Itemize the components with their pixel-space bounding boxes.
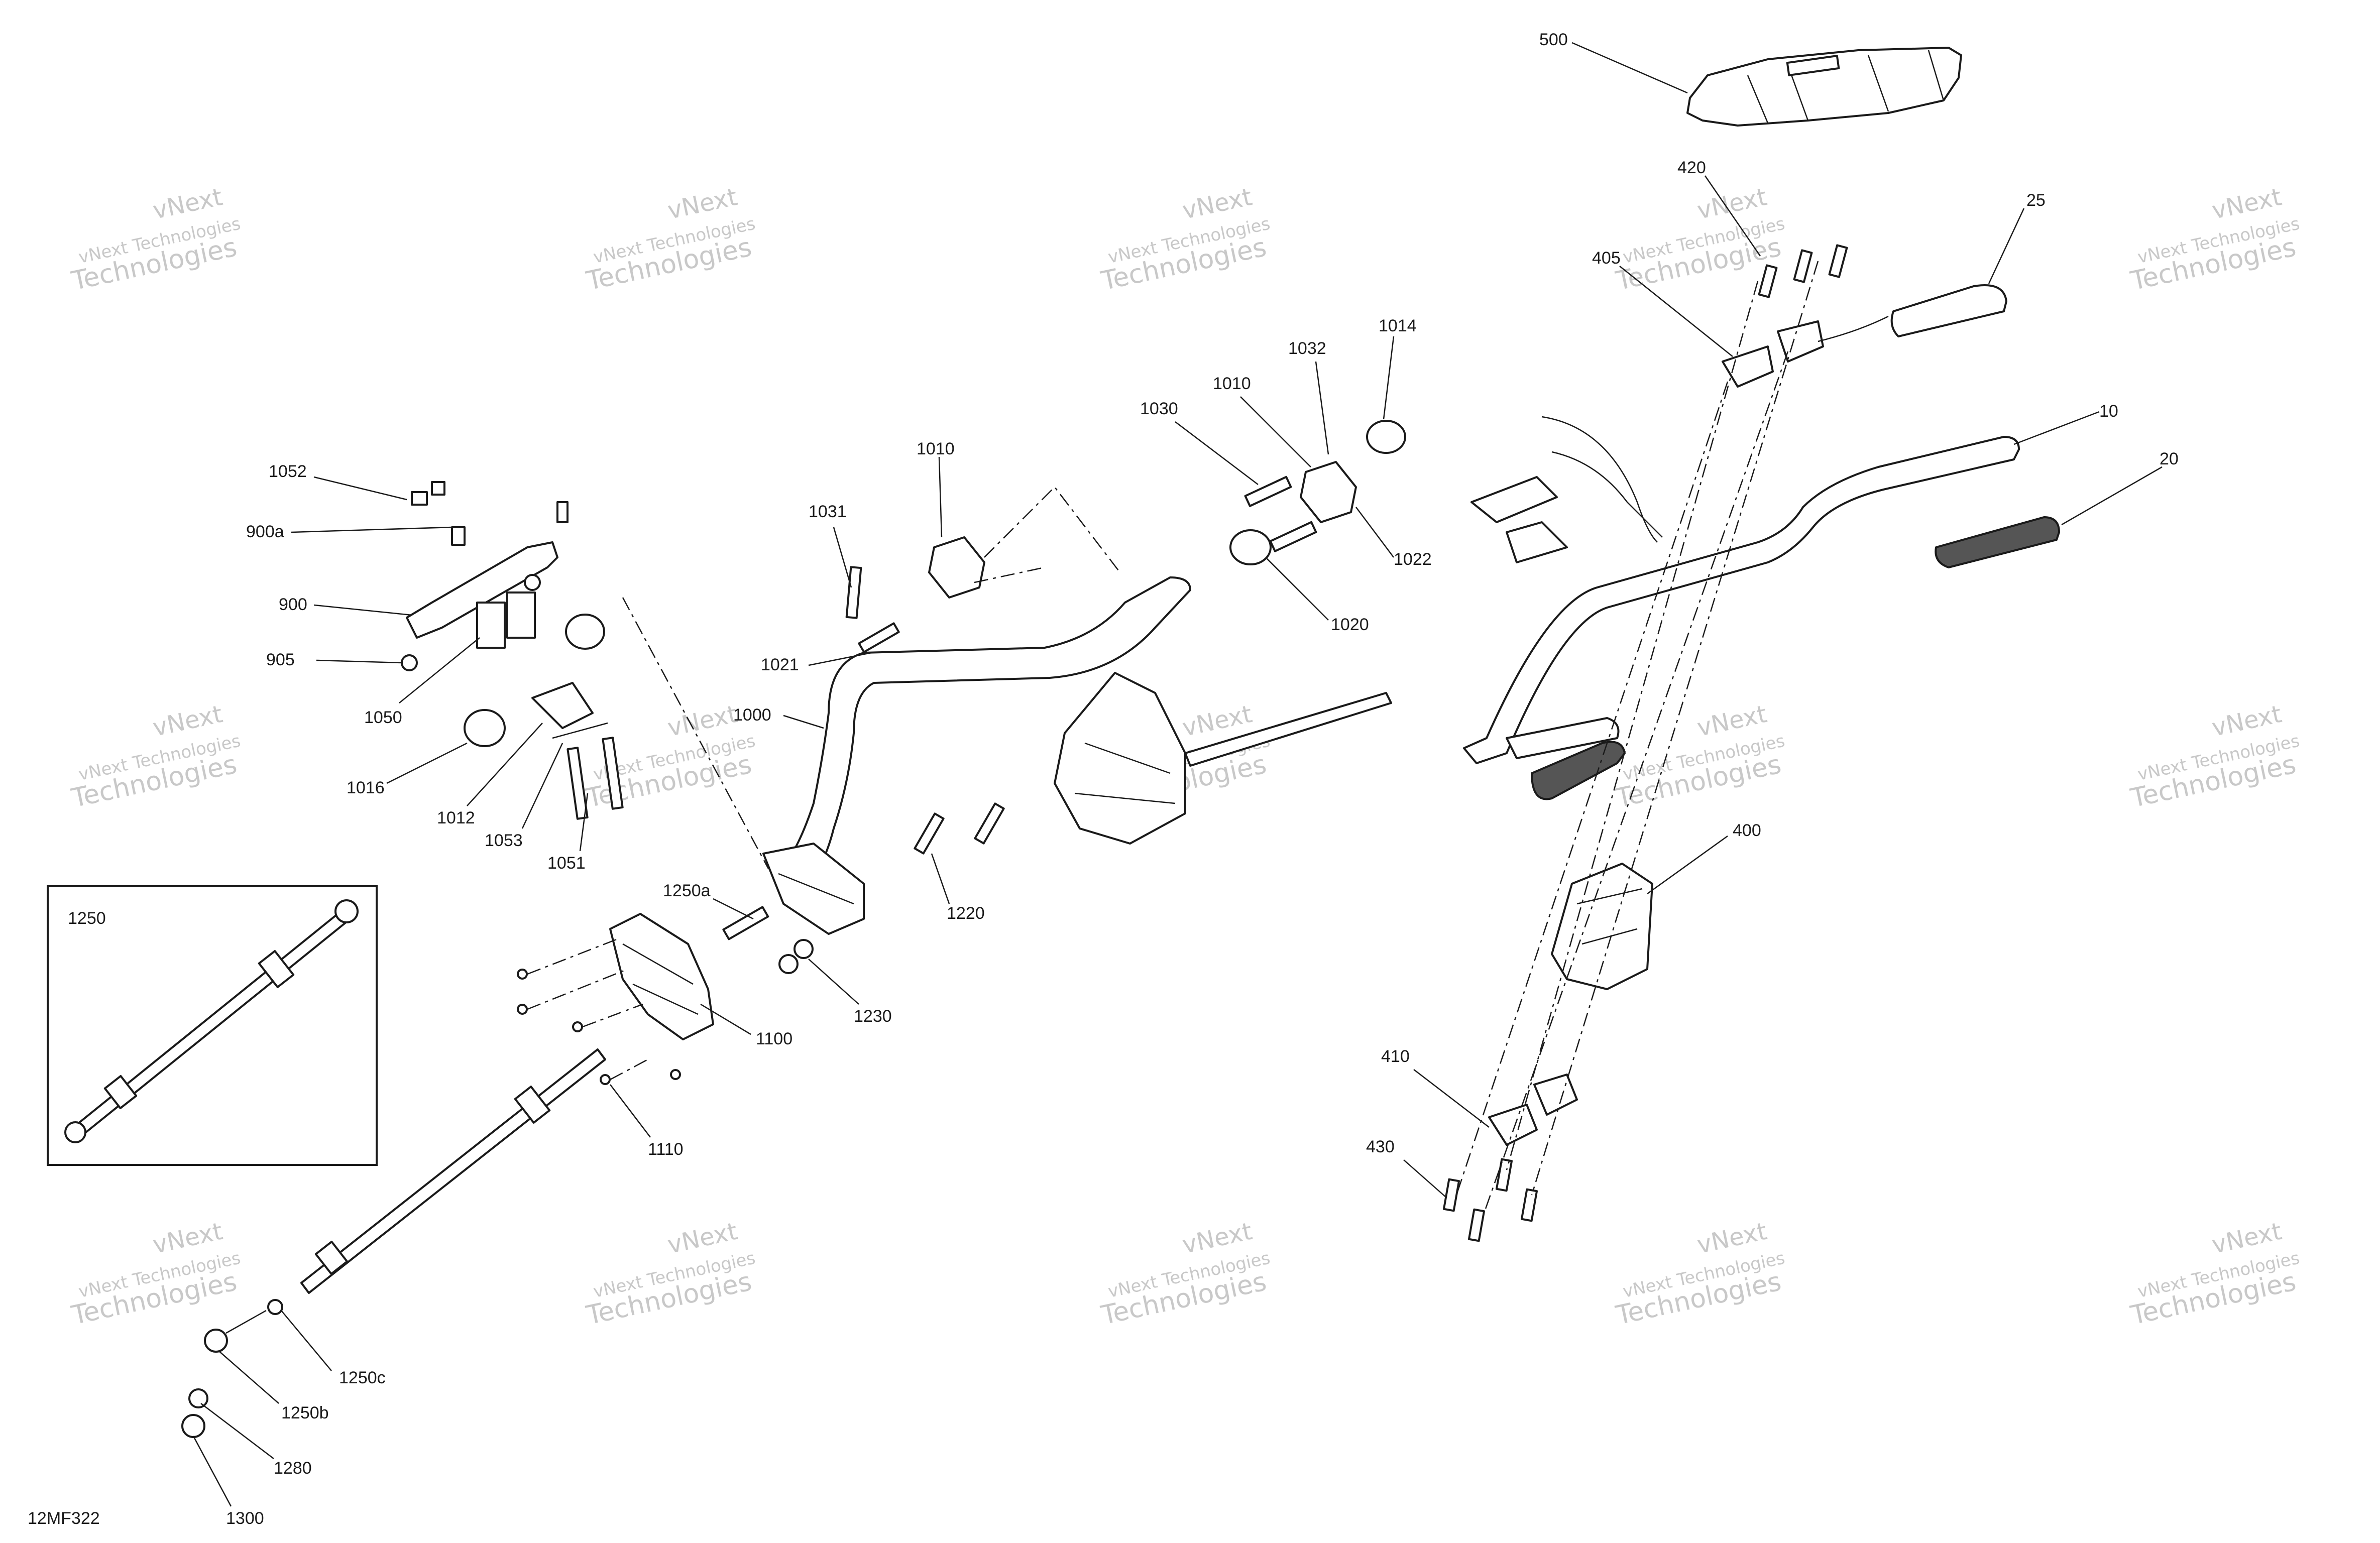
callout-1012: 1012 (437, 808, 475, 827)
part-artwork (47, 47, 2060, 1438)
callout-500: 500 (1539, 30, 1568, 49)
callout-1032: 1032 (1288, 339, 1326, 358)
callout-1300: 1300 (226, 1509, 264, 1528)
callout-1021: 1021 (761, 655, 799, 674)
callout-1010-right: 1010 (1213, 374, 1251, 393)
callout-410: 410 (1381, 1047, 1410, 1066)
callout-20: 20 (2160, 449, 2179, 468)
callout-400: 400 (1733, 821, 1761, 840)
callout-420: 420 (1677, 158, 1706, 177)
callout-1016: 1016 (347, 778, 385, 797)
callout-labels: 500 420 25 405 1014 1032 1010 1030 10 20… (28, 30, 2179, 1528)
leader-lines (192, 42, 2163, 1507)
callout-405: 405 (1592, 249, 1621, 268)
callout-1250b: 1250b (281, 1403, 329, 1422)
inset-label: 1250 (68, 909, 106, 928)
callout-1000: 1000 (733, 705, 771, 725)
callout-1250a: 1250a (663, 881, 711, 900)
callout-1220: 1220 (947, 904, 985, 923)
callout-1110: 1110 (648, 1140, 684, 1159)
callout-1020: 1020 (1331, 615, 1369, 634)
callout-900: 900 (279, 595, 307, 614)
callout-430: 430 (1366, 1137, 1395, 1156)
diagram-code: 12MF322 (28, 1509, 100, 1528)
callout-1053: 1053 (485, 831, 523, 850)
callout-1031: 1031 (809, 502, 847, 521)
callout-1230: 1230 (854, 1007, 892, 1026)
callout-1280: 1280 (274, 1459, 312, 1478)
callout-1051: 1051 (547, 854, 586, 873)
callout-1050: 1050 (364, 708, 402, 727)
callout-10: 10 (2099, 402, 2118, 421)
callout-1052: 1052 (269, 462, 307, 481)
callout-905: 905 (266, 650, 295, 669)
callout-25: 25 (2026, 191, 2046, 210)
callout-900a: 900a (246, 522, 284, 541)
callout-1100: 1100 (756, 1029, 792, 1048)
callout-1010-left: 1010 (917, 439, 955, 458)
callout-1022: 1022 (1394, 550, 1432, 569)
callout-1250c: 1250c (339, 1368, 386, 1387)
callout-1014: 1014 (1379, 316, 1417, 335)
callout-1030: 1030 (1140, 399, 1178, 418)
